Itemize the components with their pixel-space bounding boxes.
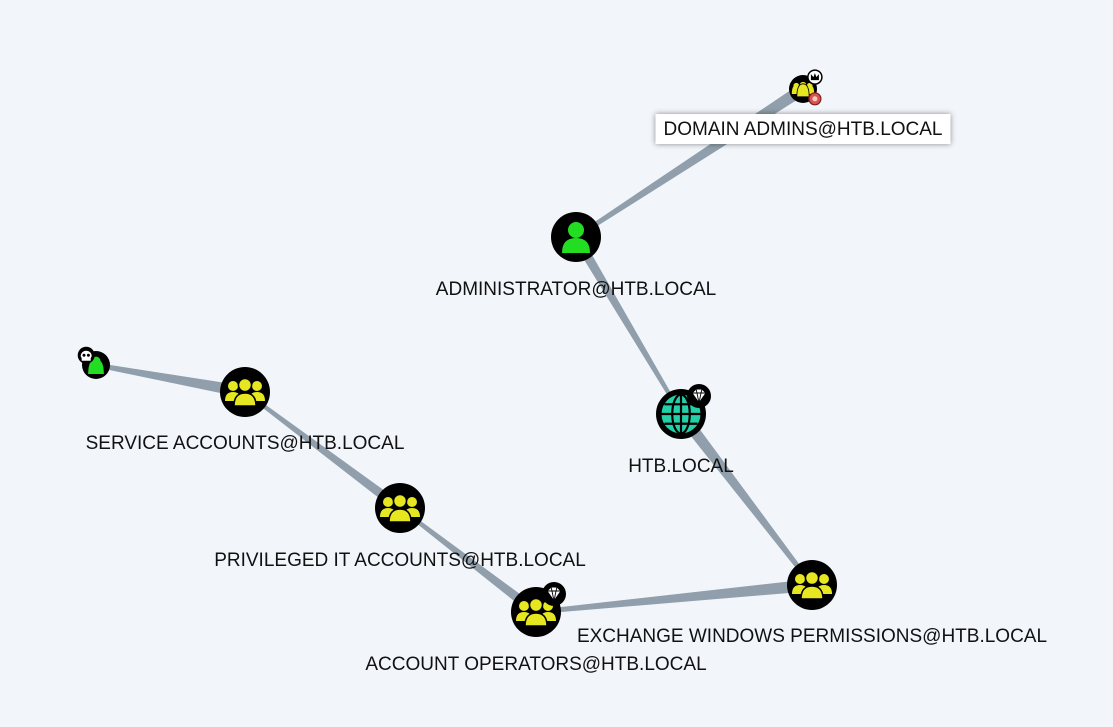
crown-icon [807,69,823,85]
edge-administrator-to-domain-admins[interactable] [574,84,807,239]
edges-layer [95,84,814,616]
nodes-layer: DOMAIN ADMINS@HTB.LOCAL ADMINISTRATOR@HTB… [77,69,1047,675]
node-service-accounts[interactable]: SERVICE ACCOUNTS@HTB.LOCAL [86,367,405,454]
node-label-htb-local: HTB.LOCAL [628,456,734,477]
diamond-icon [687,384,711,408]
node-label-domain-admins: DOMAIN ADMINS@HTB.LOCAL [664,119,943,140]
node-label-privileged-it-accounts: PRIVILEGED IT ACCOUNTS@HTB.LOCAL [214,550,586,571]
edge-privileged-it-accounts-to-account-operators[interactable] [398,506,539,616]
skull-icon [77,346,95,364]
node-administrator[interactable]: ADMINISTRATOR@HTB.LOCAL [436,212,716,300]
edge-htb-local-to-administrator[interactable] [571,234,683,415]
edge-account-operators-to-exchange-windows-permissions[interactable] [535,579,813,615]
node-htb-local[interactable]: HTB.LOCAL [628,384,734,477]
node-label-administrator: ADMINISTRATOR@HTB.LOCAL [436,279,716,300]
node-label-exchange-windows-permissions: EXCHANGE WINDOWS PERMISSIONS@HTB.LOCAL [577,626,1047,647]
target-icon [808,92,822,106]
node-account-operators[interactable]: ACCOUNT OPERATORS@HTB.LOCAL [365,582,707,675]
group-icon [791,81,815,98]
group-icon [516,597,556,627]
group-icon [225,377,265,407]
node-label-account-operators: ACCOUNT OPERATORS@HTB.LOCAL [365,654,706,675]
edge-exchange-windows-permissions-to-htb-local[interactable] [676,410,814,587]
node-domain-admins[interactable]: DOMAIN ADMINS@HTB.LOCAL [655,69,951,144]
node-privileged-it-accounts[interactable]: PRIVILEGED IT ACCOUNTS@HTB.LOCAL [214,483,586,571]
diamond-icon [542,582,566,606]
group-icon [792,570,832,600]
node-exchange-windows-permissions[interactable]: EXCHANGE WINDOWS PERMISSIONS@HTB.LOCAL [577,560,1047,647]
node-label-service-accounts: SERVICE ACCOUNTS@HTB.LOCAL [86,433,405,454]
edge-service-accounts-to-privileged-it-accounts[interactable] [244,390,403,512]
edge-owned-user-to-service-accounts[interactable] [95,362,247,398]
selected-label-box [655,114,951,144]
node-owned-user[interactable] [77,346,110,379]
user-icon [562,222,590,253]
group-icon [380,493,420,523]
